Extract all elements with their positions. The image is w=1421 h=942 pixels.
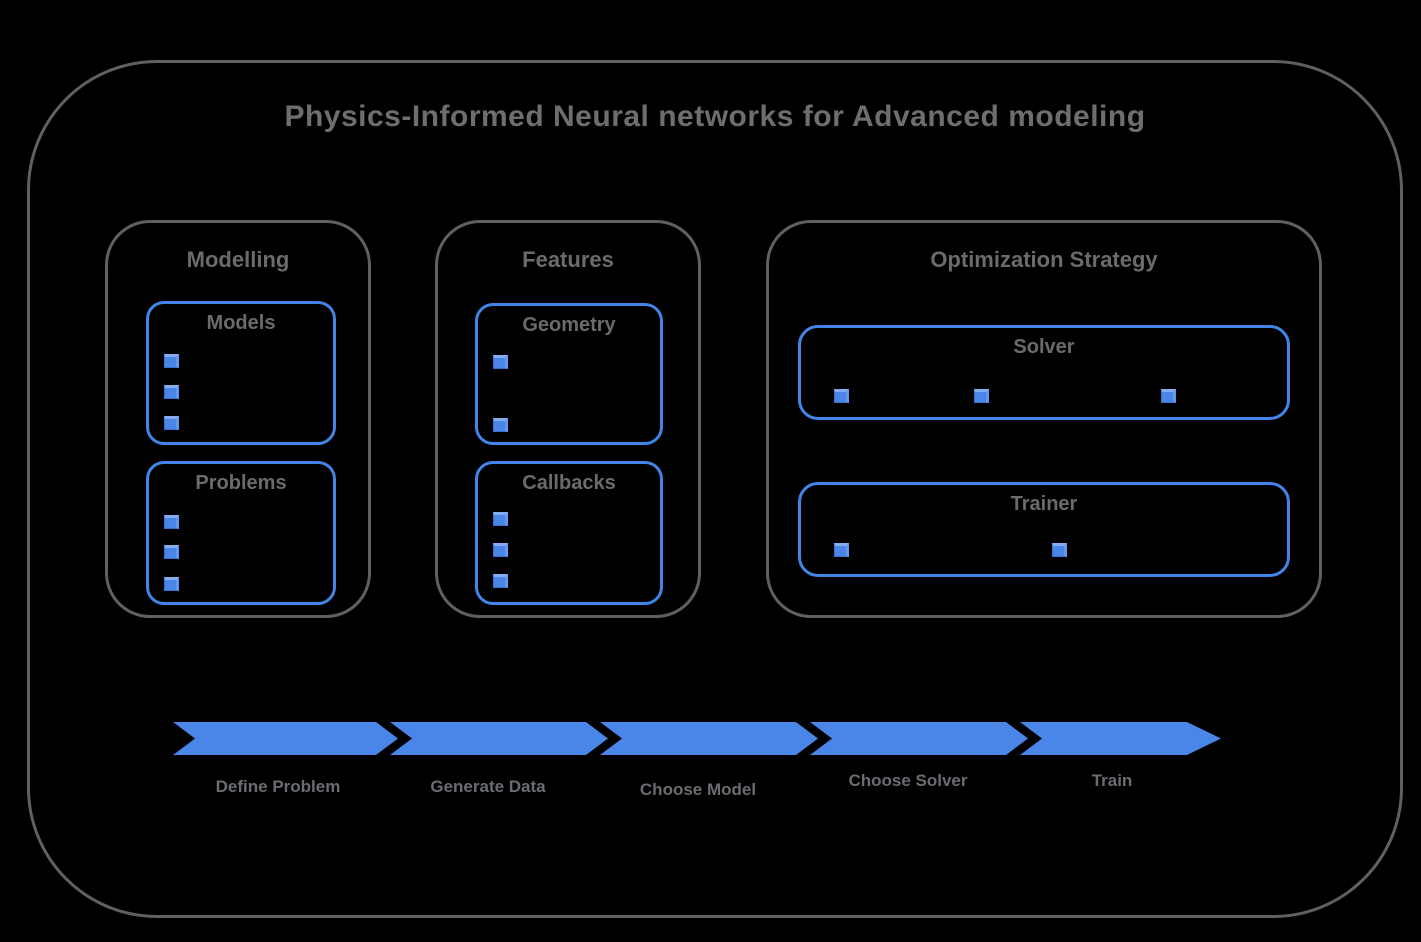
box-models-label: Models [206, 312, 276, 334]
section-features-label: Features [522, 247, 614, 272]
box-trainer: Trainer [798, 482, 1290, 577]
arrow-segment-train [1020, 722, 1221, 755]
cube-icon [164, 385, 179, 399]
box-trainer-label: Trainer [1010, 493, 1078, 515]
cube-icon [493, 543, 508, 557]
cube-icon [164, 577, 179, 591]
arrow-segment-choose-solver [810, 722, 1028, 755]
cube-icon [164, 416, 179, 430]
outer-frame [27, 60, 1403, 918]
step-label-generate-data: Generate Data [430, 777, 546, 796]
cube-icon [493, 418, 508, 432]
box-problems-label: Problems [195, 472, 287, 494]
section-modelling-label: Modelling [186, 247, 290, 272]
box-callbacks: Callbacks [475, 461, 663, 605]
section-features: Features Geometry Callbacks [435, 220, 701, 618]
cube-icon [974, 389, 989, 403]
cube-icon [493, 355, 508, 369]
cube-icon [164, 515, 179, 529]
cube-icon [493, 512, 508, 526]
diagram-title: Physics-Informed Neural networks for Adv… [284, 100, 1146, 133]
cube-icon [493, 574, 508, 588]
step-label-train: Train [1091, 771, 1133, 790]
step-label-choose-solver: Choose Solver [848, 771, 968, 790]
cube-icon [1161, 389, 1176, 403]
box-callbacks-label: Callbacks [522, 472, 616, 494]
step-label-define-problem: Define Problem [215, 777, 341, 796]
box-solver-label: Solver [1013, 336, 1075, 358]
box-models: Models [146, 301, 336, 445]
box-solver: Solver [798, 325, 1290, 420]
box-geometry: Geometry [475, 303, 663, 445]
arrow-segment-generate-data [390, 722, 608, 755]
cube-icon [164, 354, 179, 368]
cube-icon [834, 543, 849, 557]
cube-icon [1052, 543, 1067, 557]
section-optimization-label: Optimization Strategy [930, 247, 1158, 272]
cube-icon [834, 389, 849, 403]
section-optimization: Optimization Strategy Solver Trainer [766, 220, 1322, 618]
box-problems: Problems [146, 461, 336, 605]
step-label-choose-model: Choose Model [639, 780, 757, 799]
box-geometry-label: Geometry [522, 314, 616, 336]
section-modelling: Modelling Models Problems [105, 220, 371, 618]
arrow-segment-define-problem [173, 722, 398, 755]
arrow-segment-choose-model [600, 722, 818, 755]
cube-icon [164, 545, 179, 559]
